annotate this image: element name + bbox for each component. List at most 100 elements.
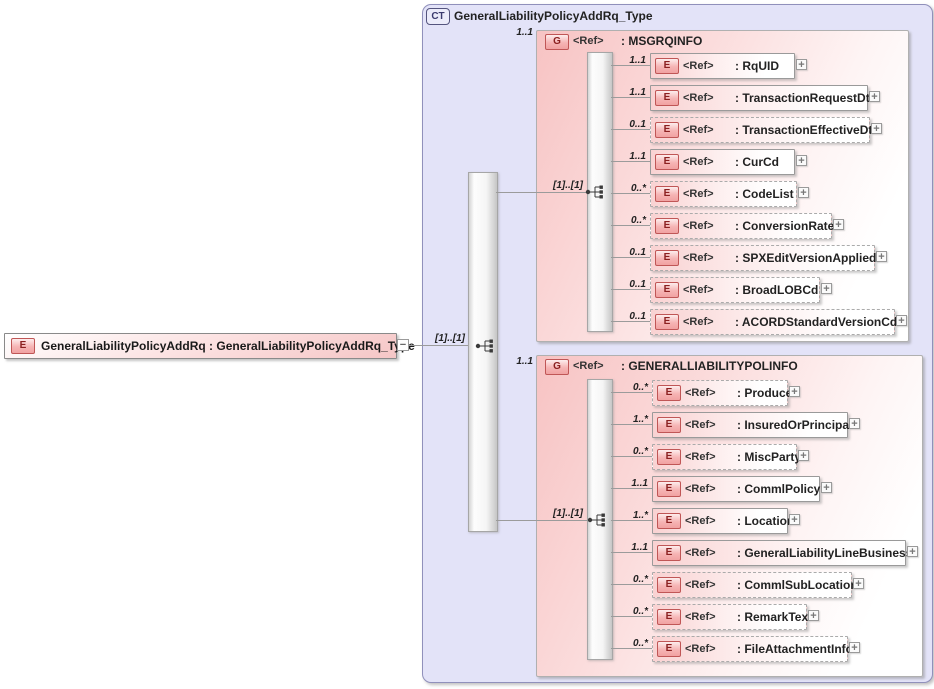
expand-icon[interactable]: + [849, 642, 860, 654]
expand-icon[interactable]: + [798, 187, 809, 199]
element-ref-label: <Ref> [685, 483, 716, 495]
cardinality-label: 0..* [632, 606, 648, 617]
connector-line [611, 616, 652, 617]
element-name-label: : FileAttachmentInfo [737, 642, 853, 656]
element-name-label: : CommlSubLocation [737, 578, 858, 592]
element-badge-icon: E [655, 218, 679, 234]
cardinality-label: 0..* [632, 574, 648, 585]
cardinality-label: [1]..[1] [553, 508, 583, 519]
element-GeneralLiabilityLineBusiness[interactable]: E<Ref>: GeneralLiabilityLineBusiness [652, 540, 912, 566]
element-ref-label: <Ref> [683, 188, 714, 200]
expand-icon[interactable]: + [869, 91, 880, 103]
element-badge-icon: E [657, 641, 681, 657]
cardinality-label: 1..1 [516, 27, 533, 38]
expand-icon[interactable]: + [853, 578, 864, 590]
element-SPXEditVersionApplied[interactable]: E<Ref>: SPXEditVersionApplied [650, 245, 877, 271]
connector-line [496, 520, 588, 521]
element-name-label: : MiscParty [737, 450, 802, 464]
expand-icon[interactable]: + [789, 514, 800, 526]
element-CurCd[interactable]: E<Ref>: CurCd [650, 149, 795, 175]
element-ref-label: <Ref> [685, 515, 716, 527]
connector-line [611, 424, 652, 425]
element-TransactionEffectiveDt[interactable]: E<Ref>: TransactionEffectiveDt [650, 117, 872, 143]
element-CommlPolicy[interactable]: E<Ref>: CommlPolicy [652, 476, 820, 502]
expand-icon[interactable]: + [796, 59, 807, 71]
connector-line [611, 257, 650, 258]
collapse-icon[interactable]: − [397, 339, 409, 351]
cardinality-label: 0..1 [629, 247, 646, 258]
connector-line [611, 488, 652, 489]
expand-icon[interactable]: + [896, 315, 907, 327]
cardinality-label: 1..1 [629, 55, 646, 66]
group-badge-icon: G [545, 34, 569, 50]
element-ref-label: <Ref> [685, 579, 716, 591]
element-FileAttachmentInfo[interactable]: E<Ref>: FileAttachmentInfo [652, 636, 853, 662]
element-ref-label: <Ref> [685, 547, 716, 559]
group-ref-label: <Ref> [573, 360, 604, 372]
element-ref-label: <Ref> [683, 92, 714, 104]
expand-icon[interactable]: + [821, 482, 832, 494]
element-GeneralLiabilityPolicyAddRq[interactable]: E GeneralLiabilityPolicyAddRq : GeneralL… [4, 333, 415, 359]
element-Location[interactable]: E<Ref>: Location [652, 508, 794, 534]
expand-icon[interactable]: + [849, 418, 860, 430]
cardinality-label: 1..1 [631, 542, 648, 553]
element-TransactionRequestDt[interactable]: E<Ref>: TransactionRequestDt [650, 85, 870, 111]
complex-type-title: GeneralLiabilityPolicyAddRq_Type [454, 9, 653, 23]
expand-icon[interactable]: + [796, 155, 807, 167]
element-ref-label: <Ref> [683, 284, 714, 296]
connector-line [611, 648, 652, 649]
element-name-label: : CodeList [735, 187, 794, 201]
element-RqUID[interactable]: E<Ref>: RqUID [650, 53, 795, 79]
connector-line [611, 129, 650, 130]
expand-icon[interactable]: + [876, 251, 887, 263]
element-name-label: : Producer [737, 386, 798, 400]
expand-icon[interactable]: + [871, 123, 882, 135]
element-RemarkText[interactable]: E <Ref> : RemarkText [652, 604, 812, 630]
element-ref-label: <Ref> [685, 419, 716, 431]
element-badge-icon: E [655, 314, 679, 330]
expand-icon[interactable]: + [821, 283, 832, 295]
expand-icon[interactable]: + [798, 450, 809, 462]
group-ref-label: <Ref> [573, 35, 604, 47]
element-ref-label: <Ref> [685, 611, 716, 623]
element-ref-label: <Ref> [683, 252, 714, 264]
expand-icon[interactable]: + [833, 219, 844, 231]
element-badge-icon: E [657, 481, 681, 497]
element-CodeList[interactable]: E<Ref>: CodeList [650, 181, 797, 207]
connector-line [611, 65, 650, 66]
expand-icon[interactable]: + [808, 610, 819, 622]
sequence-icon [585, 184, 607, 200]
element-ref-label: <Ref> [683, 156, 714, 168]
element-Producer[interactable]: E<Ref>: Producer [652, 380, 797, 406]
element-badge-icon: E [655, 90, 679, 106]
element-name-label: : ConversionRate [735, 219, 835, 233]
cardinality-label: 1..* [632, 510, 648, 521]
cardinality-label: 1..1 [629, 87, 646, 98]
connector-line [611, 456, 652, 457]
element-CommlSubLocation[interactable]: E<Ref>: CommlSubLocation [652, 572, 858, 598]
root-element-label: GeneralLiabilityPolicyAddRq : GeneralLia… [41, 339, 415, 353]
element-name-label: : SPXEditVersionApplied [735, 251, 877, 265]
element-name-label: : RemarkText [737, 610, 813, 624]
cardinality-label: 1..1 [631, 478, 648, 489]
expand-icon[interactable]: + [907, 546, 918, 558]
element-badge-icon: E [657, 449, 681, 465]
element-BroadLOBCd[interactable]: E<Ref>: BroadLOBCd [650, 277, 820, 303]
cardinality-label: 0..1 [629, 119, 646, 130]
element-name-label: : RqUID [735, 59, 779, 73]
expand-icon[interactable]: + [789, 386, 800, 398]
element-badge-icon: E [657, 545, 681, 561]
element-name-label: : InsuredOrPrincipal [737, 418, 853, 432]
element-ACORDStandardVersionCd[interactable]: E<Ref>: ACORDStandardVersionCd [650, 309, 898, 335]
cardinality-label: 0..1 [629, 311, 646, 322]
element-ConversionRate[interactable]: E<Ref>: ConversionRate [650, 213, 835, 239]
connector-line [409, 345, 470, 346]
connector-line [611, 289, 650, 290]
element-badge-icon: E [657, 417, 681, 433]
element-name-label: : ACORDStandardVersionCd [735, 315, 898, 329]
element-InsuredOrPrincipal[interactable]: E <Ref> : InsuredOrPrincipal [652, 412, 852, 438]
element-MiscParty[interactable]: E<Ref>: MiscParty [652, 444, 801, 470]
cardinality-label: 0..* [630, 183, 646, 194]
connector-line [611, 520, 652, 521]
element-badge-icon: E [657, 609, 681, 625]
